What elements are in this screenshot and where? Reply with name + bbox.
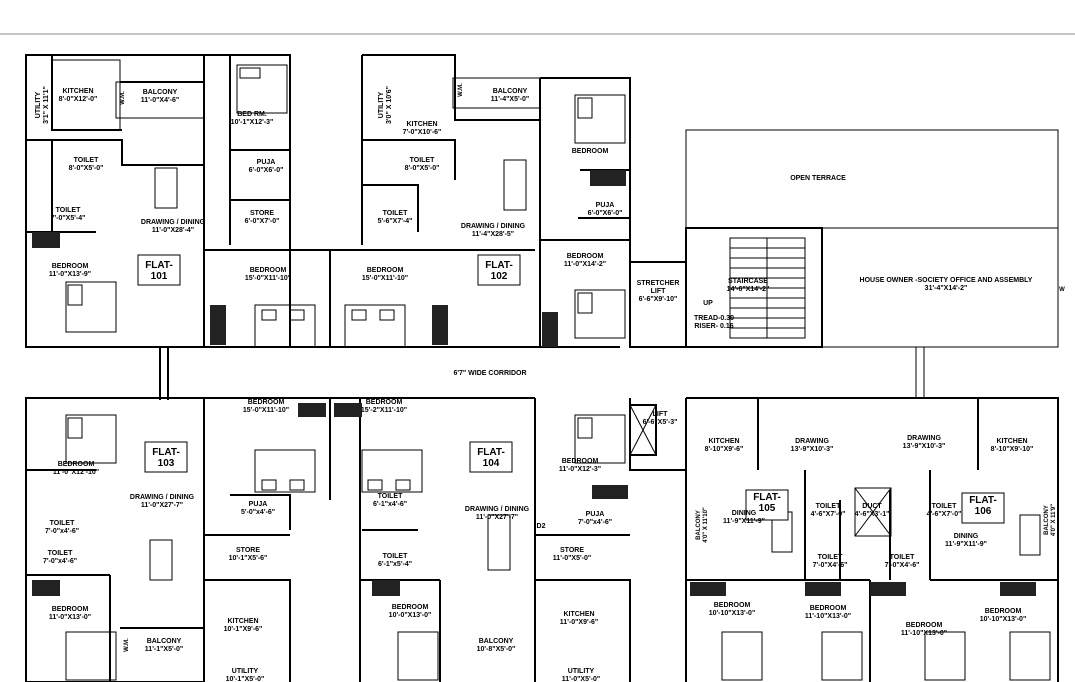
dining-tables [149, 159, 1041, 581]
bed-symbols [65, 64, 1051, 681]
label-flat106-name: FLAT-106 [969, 495, 997, 517]
label-r-utility2: UTILITY3'0" X 10'6" [378, 86, 393, 124]
lower-block-walls [25, 347, 1059, 682]
wardrobe-hatches [32, 170, 1036, 596]
label-r-office: HOUSE OWNER -SOCIETY OFFICE AND ASSEMBLY… [860, 277, 1033, 292]
label-r-balcony6: BALCONY4'0" X 11'9" [1044, 504, 1057, 536]
label-r-wm3: W.M. [124, 638, 130, 652]
label-r-utility1: UTILITY3'1" X 11'1" [35, 86, 50, 124]
label-r-wm1: W.M. [120, 91, 126, 105]
label-r-bedroom2a: BEDROOM [572, 148, 609, 155]
label-flat102-name: FLAT-102 [485, 260, 513, 282]
label-r-corridor: 6'7" WIDE CORRIDOR [453, 370, 526, 377]
label-r-w: W [1059, 287, 1065, 293]
label-r-bedrm1: BED RM.10'-1"X12'-3" [231, 111, 274, 126]
label-flat104-name: FLAT-104 [477, 447, 505, 469]
label-r-d2: D2 [537, 523, 546, 530]
label-flat105-name: FLAT-105 [753, 492, 781, 514]
flat-label-boxes [137, 254, 1005, 524]
label-flat101-name: FLAT-101 [145, 260, 173, 282]
upper-block-walls [25, 54, 1059, 400]
label-r-up: UP [703, 300, 713, 307]
label-r-terrace: OPEN TERRACE [790, 175, 846, 182]
label-flat103-name: FLAT-103 [152, 447, 180, 469]
label-r-balcony5: BALCONY4'0" X 11'10" [696, 507, 709, 543]
label-r-wm2: W.M. [458, 83, 464, 97]
